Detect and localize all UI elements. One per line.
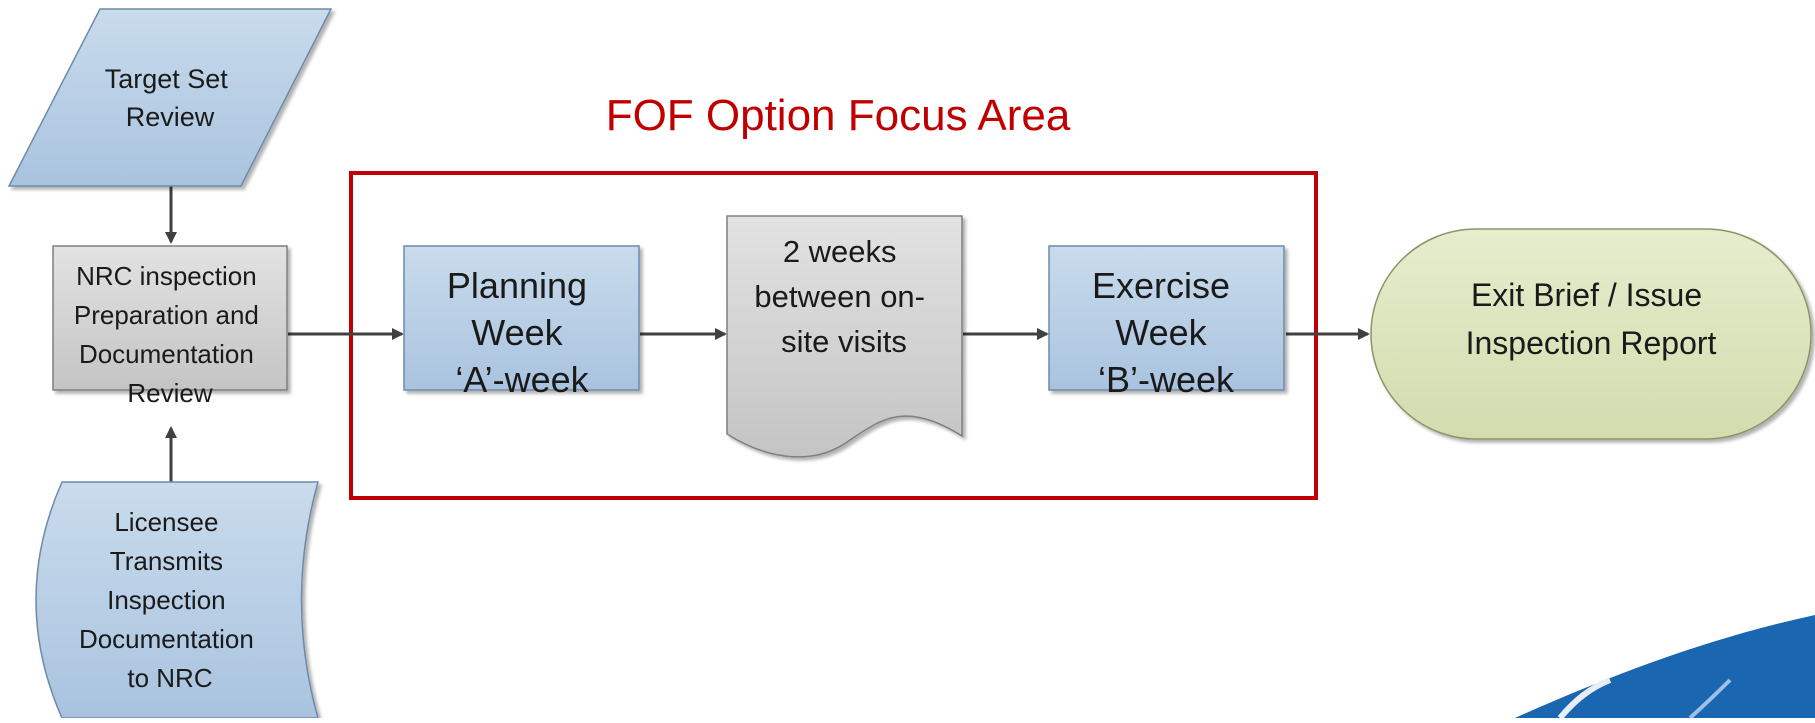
node-label-line: Transmits	[110, 546, 223, 576]
svg-text:2 weeks between on-: 2 weeks between on- site visits	[754, 234, 933, 359]
node-exercise-week: Exercise Week ‘B’-week	[1048, 245, 1285, 400]
svg-text:Exercise Week ‘B’-: Exercise Week ‘B’-week	[1092, 265, 1240, 400]
node-label-line: Exit Brief / Issue	[1471, 277, 1702, 313]
node-label-line: Inspection Report	[1466, 325, 1717, 361]
edges	[165, 186, 1370, 482]
nrc-logo-corner-icon	[1515, 615, 1815, 720]
svg-text:Exit Brief / Issue Inspe: Exit Brief / Issue Inspection Report	[1466, 277, 1717, 361]
node-label-line: Week	[1115, 312, 1207, 353]
node-label-line: Documentation	[79, 624, 254, 654]
node-label-line: Week	[471, 312, 563, 353]
node-label-line: 2 weeks	[783, 234, 897, 269]
node-label-line: Review	[126, 102, 215, 132]
node-label-line: Planning	[447, 265, 587, 306]
node-label-line: site visits	[781, 324, 907, 359]
svg-text:Licensee Transmits: Licensee Transmits Inspection Documentat…	[79, 507, 261, 693]
node-label-line: Preparation and	[74, 300, 259, 330]
svg-text:Target Set Review: Target Set Review	[105, 64, 236, 132]
node-exit-brief: Exit Brief / Issue Inspection Report	[1370, 228, 1812, 440]
node-label-line: ‘B’-week	[1098, 359, 1235, 400]
svg-text:Planning Week ‘A’-: Planning Week ‘A’-week	[447, 265, 597, 400]
svg-text:NRC inspection Preparati: NRC inspection Preparation and Documenta…	[74, 261, 266, 408]
node-label-line: Documentation	[79, 339, 254, 369]
node-label-line: Exercise	[1092, 265, 1230, 306]
node-label-line: Review	[127, 378, 212, 408]
node-label-line: Inspection	[107, 585, 226, 615]
node-label-line: ‘A’-week	[455, 359, 589, 400]
node-nrc-preparation: NRC inspection Preparation and Documenta…	[52, 245, 288, 408]
node-planning-week: Planning Week ‘A’-week	[403, 245, 640, 400]
node-label-line: between on-	[754, 279, 925, 314]
focus-area-title: FOF Option Focus Area	[606, 91, 1071, 140]
node-label-line: to NRC	[127, 663, 212, 693]
node-label-line: Target Set	[105, 64, 229, 94]
node-licensee-transmits: Licensee Transmits Inspection Documentat…	[35, 481, 319, 719]
node-label-line: NRC inspection	[76, 261, 257, 291]
node-target-set-review: Target Set Review	[7, 8, 333, 187]
node-label-line: Licensee	[114, 507, 218, 537]
node-two-weeks: 2 weeks between on- site visits	[726, 215, 963, 458]
